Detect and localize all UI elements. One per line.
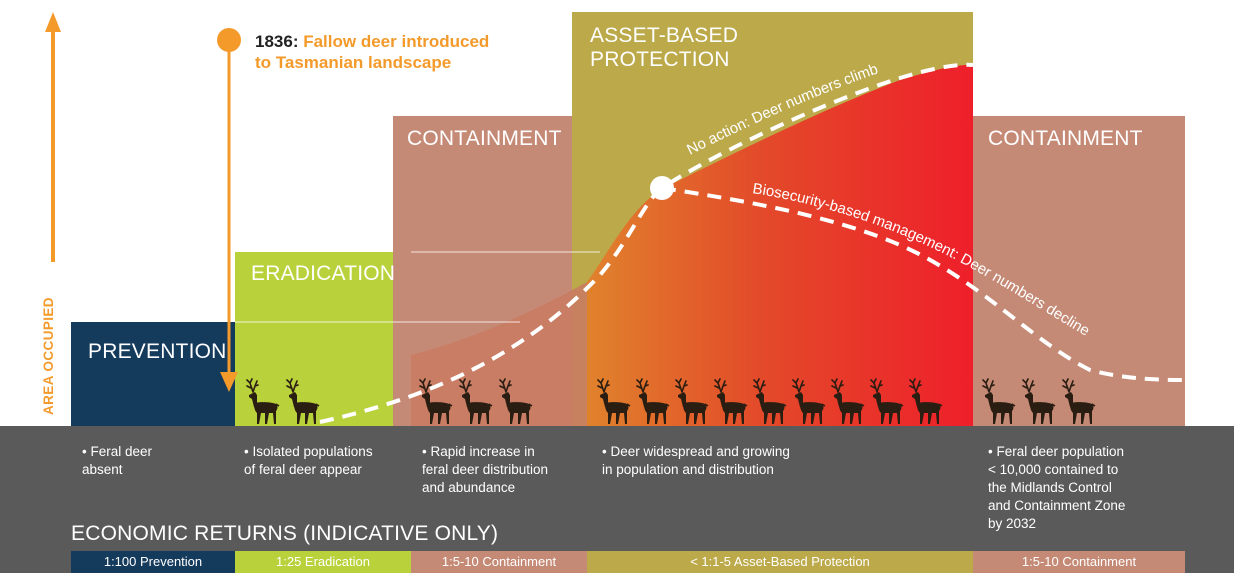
- economic-returns-title: ECONOMIC RETURNS (INDICATIVE ONLY): [71, 522, 499, 545]
- returns-bar-prevention: [71, 551, 235, 573]
- biosecurity-curve: [661, 186, 1186, 382]
- stage-title-containment-1: CONTAINMENT: [407, 127, 562, 150]
- stage-box-eradication: [235, 252, 411, 426]
- divergence-point: [650, 176, 674, 200]
- bullet-containment-1: • Rapid increase in feral deer distribut…: [422, 444, 549, 495]
- returns-bar-containment-2: [973, 551, 1185, 573]
- returns-label-prevention: 1:100 Prevention: [103, 554, 203, 569]
- returns-label-eradication: 1:25 Eradication: [276, 554, 370, 569]
- bullet-prevention: • Feral deer absent: [82, 444, 153, 477]
- stage-title-containment-2: CONTAINMENT: [988, 127, 1143, 150]
- occupied-area-gradient: [587, 64, 973, 426]
- introduction-marker-dot: [217, 28, 241, 52]
- returns-bar-asset-protection: [587, 551, 973, 573]
- returns-label-containment-2: 1:5-10 Containment: [1021, 554, 1137, 569]
- introduction-text-line1: Fallow deer introduced: [303, 32, 490, 51]
- introduction-year: 1836:: [255, 32, 299, 51]
- y-axis-arrow-head: [45, 12, 61, 32]
- returns-bar-containment-1: [411, 551, 587, 573]
- stage-box-prevention: [71, 322, 235, 426]
- stage-title-asset-protection: ASSET-BASED PROTECTION: [590, 24, 739, 71]
- introduction-annotation: 1836: Fallow deer introduced to Tasmania…: [255, 31, 489, 73]
- introduction-arrowhead: [220, 372, 238, 392]
- stage-title-eradication: ERADICATION: [251, 262, 396, 285]
- stage-title-prevention: PREVENTION: [88, 340, 227, 363]
- returns-label-containment-1: 1:5-10 Containment: [441, 554, 557, 569]
- introduction-text-line2: to Tasmanian landscape: [255, 53, 452, 72]
- returns-label-asset-protection: < 1:1-5 Asset-Based Protection: [690, 554, 870, 569]
- stage-box-containment-2: [973, 116, 1185, 426]
- bullet-eradication: • Isolated populations of feral deer app…: [244, 444, 373, 477]
- bullet-asset-protection: • Deer widespread and growing in populat…: [602, 444, 790, 477]
- y-axis-label: AREA OCCUPIED: [41, 297, 56, 415]
- bottom-panel: [0, 426, 1234, 573]
- returns-bar-eradication: [235, 551, 411, 573]
- bullet-containment-2: • Feral deer population < 10,000 contain…: [988, 444, 1126, 531]
